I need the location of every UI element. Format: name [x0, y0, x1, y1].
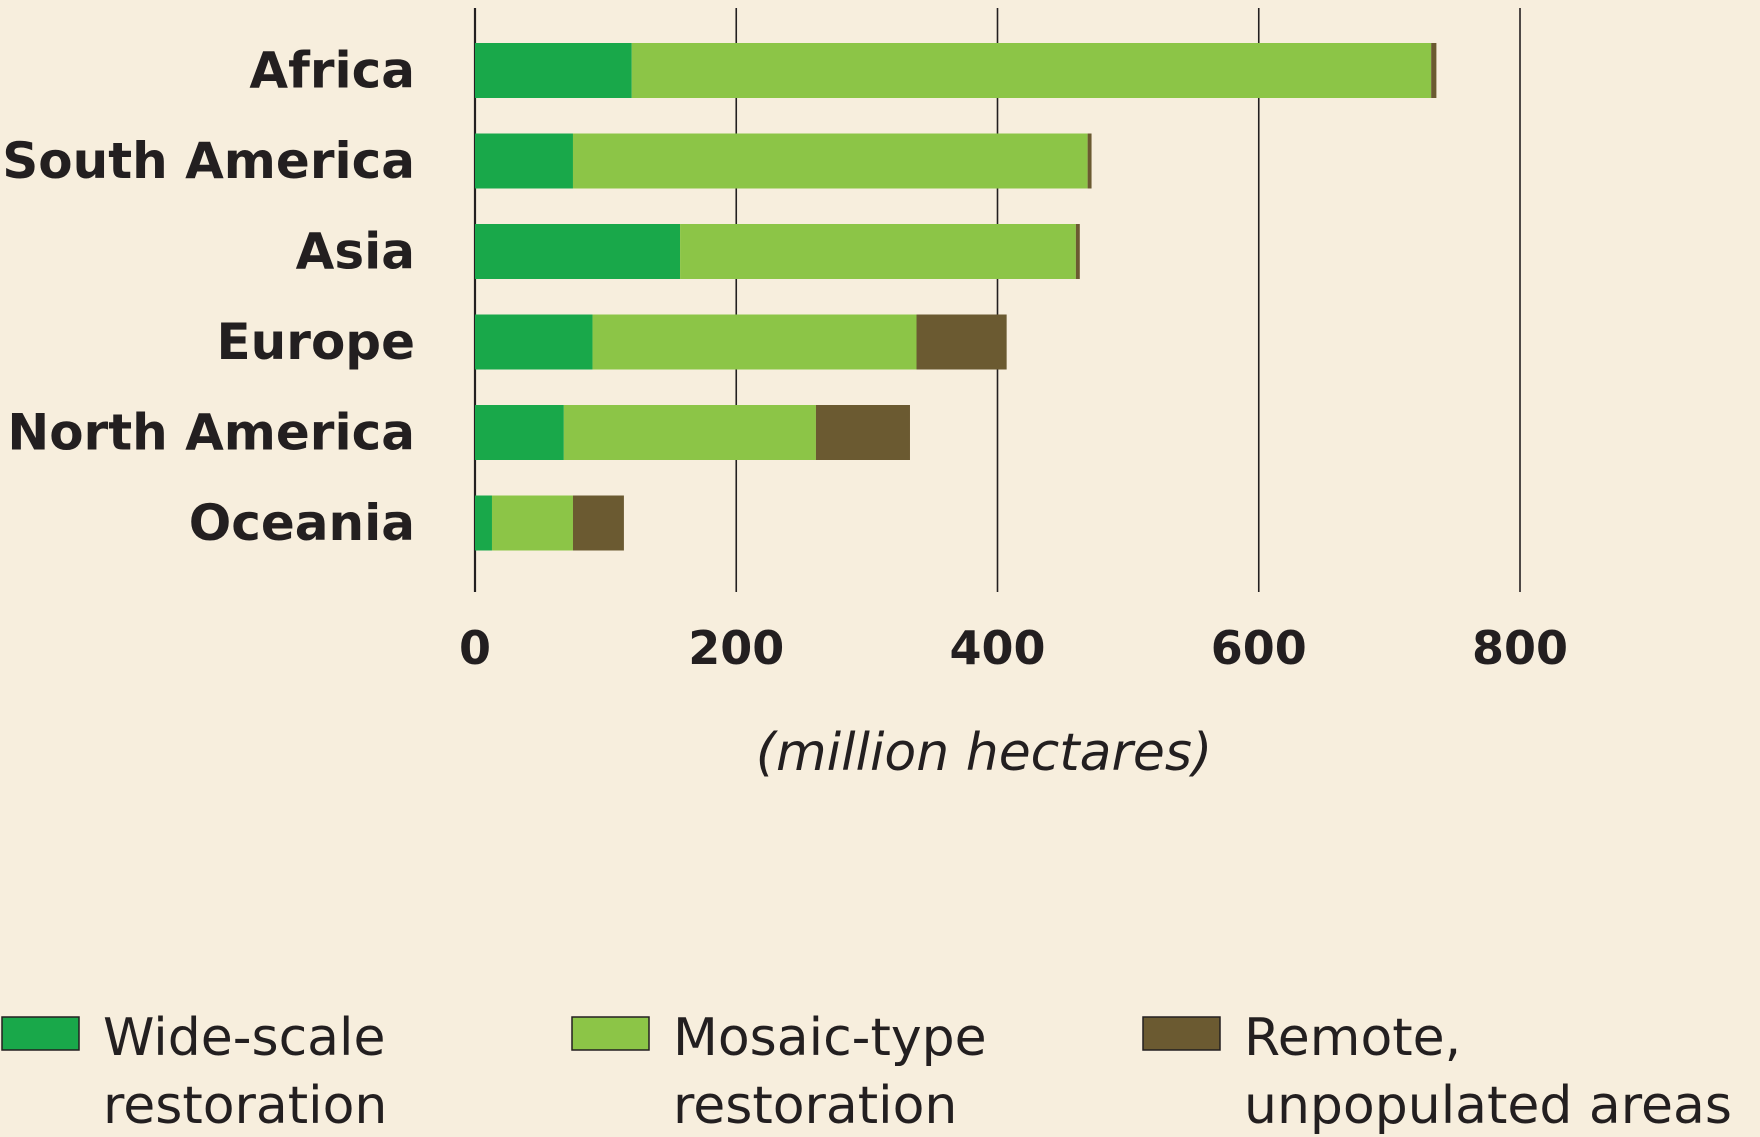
bar-south-america-series-3	[1087, 133, 1092, 189]
legend-label-3-line-2: unpopulated areas	[1244, 1076, 1732, 1136]
bar-africa-series-2	[631, 43, 1432, 98]
legend-swatch-1	[1, 1016, 80, 1051]
legend-swatch-3	[1142, 1016, 1221, 1051]
legend-label-3-line-1: Remote,	[1244, 1008, 1461, 1068]
x-axis-label: (million hectares)	[756, 723, 1213, 783]
bar-south-america-series-2	[572, 133, 1088, 189]
x-tick-label-0: 0	[459, 621, 491, 675]
legend-label-2-line-1: Mosaic-type	[673, 1008, 987, 1068]
bar-oceania-series-1	[475, 495, 492, 551]
x-tick-label-200: 200	[688, 621, 784, 675]
category-label-europe: Europe	[217, 313, 415, 371]
category-label-north-america: North America	[7, 404, 415, 462]
bar-europe-series-1	[475, 314, 593, 370]
legend-label-1-line-2: restoration	[103, 1076, 387, 1136]
bar-north-america-series-3	[815, 405, 910, 460]
legend-swatch-2	[571, 1016, 650, 1051]
legend: Wide-scale restoration Mosaic-type restorat…	[1, 1008, 1732, 1136]
bar-oceania-series-3	[572, 495, 624, 551]
bar-africa-series-1	[475, 43, 632, 98]
category-label-oceania: Oceania	[189, 494, 415, 552]
bar-oceania-series-2	[491, 495, 573, 551]
gridlines	[473, 8, 1521, 592]
bar-asia-series-3	[1075, 224, 1080, 279]
bar-north-america-series-2	[563, 405, 816, 460]
category-label-asia: Asia	[296, 223, 415, 281]
bar-europe-series-2	[592, 314, 917, 370]
bars	[475, 43, 1437, 551]
legend-label-2-line-2: restoration	[673, 1076, 957, 1136]
bar-south-america-series-1	[475, 133, 573, 189]
x-tick-labels: 0 200 400 600 800	[459, 621, 1568, 675]
x-tick-label-800: 800	[1472, 621, 1568, 675]
bar-north-america-series-1	[475, 405, 564, 460]
legend-label-1-line-1: Wide-scale	[103, 1008, 385, 1068]
x-tick-label-400: 400	[949, 621, 1045, 675]
bar-africa-series-3	[1431, 43, 1437, 98]
category-label-africa: Africa	[249, 42, 415, 100]
x-tick-label-600: 600	[1211, 621, 1307, 675]
bar-asia-series-1	[475, 224, 681, 279]
bar-europe-series-3	[916, 314, 1007, 370]
category-label-south-america: South America	[2, 132, 415, 190]
bar-asia-series-2	[680, 224, 1076, 279]
